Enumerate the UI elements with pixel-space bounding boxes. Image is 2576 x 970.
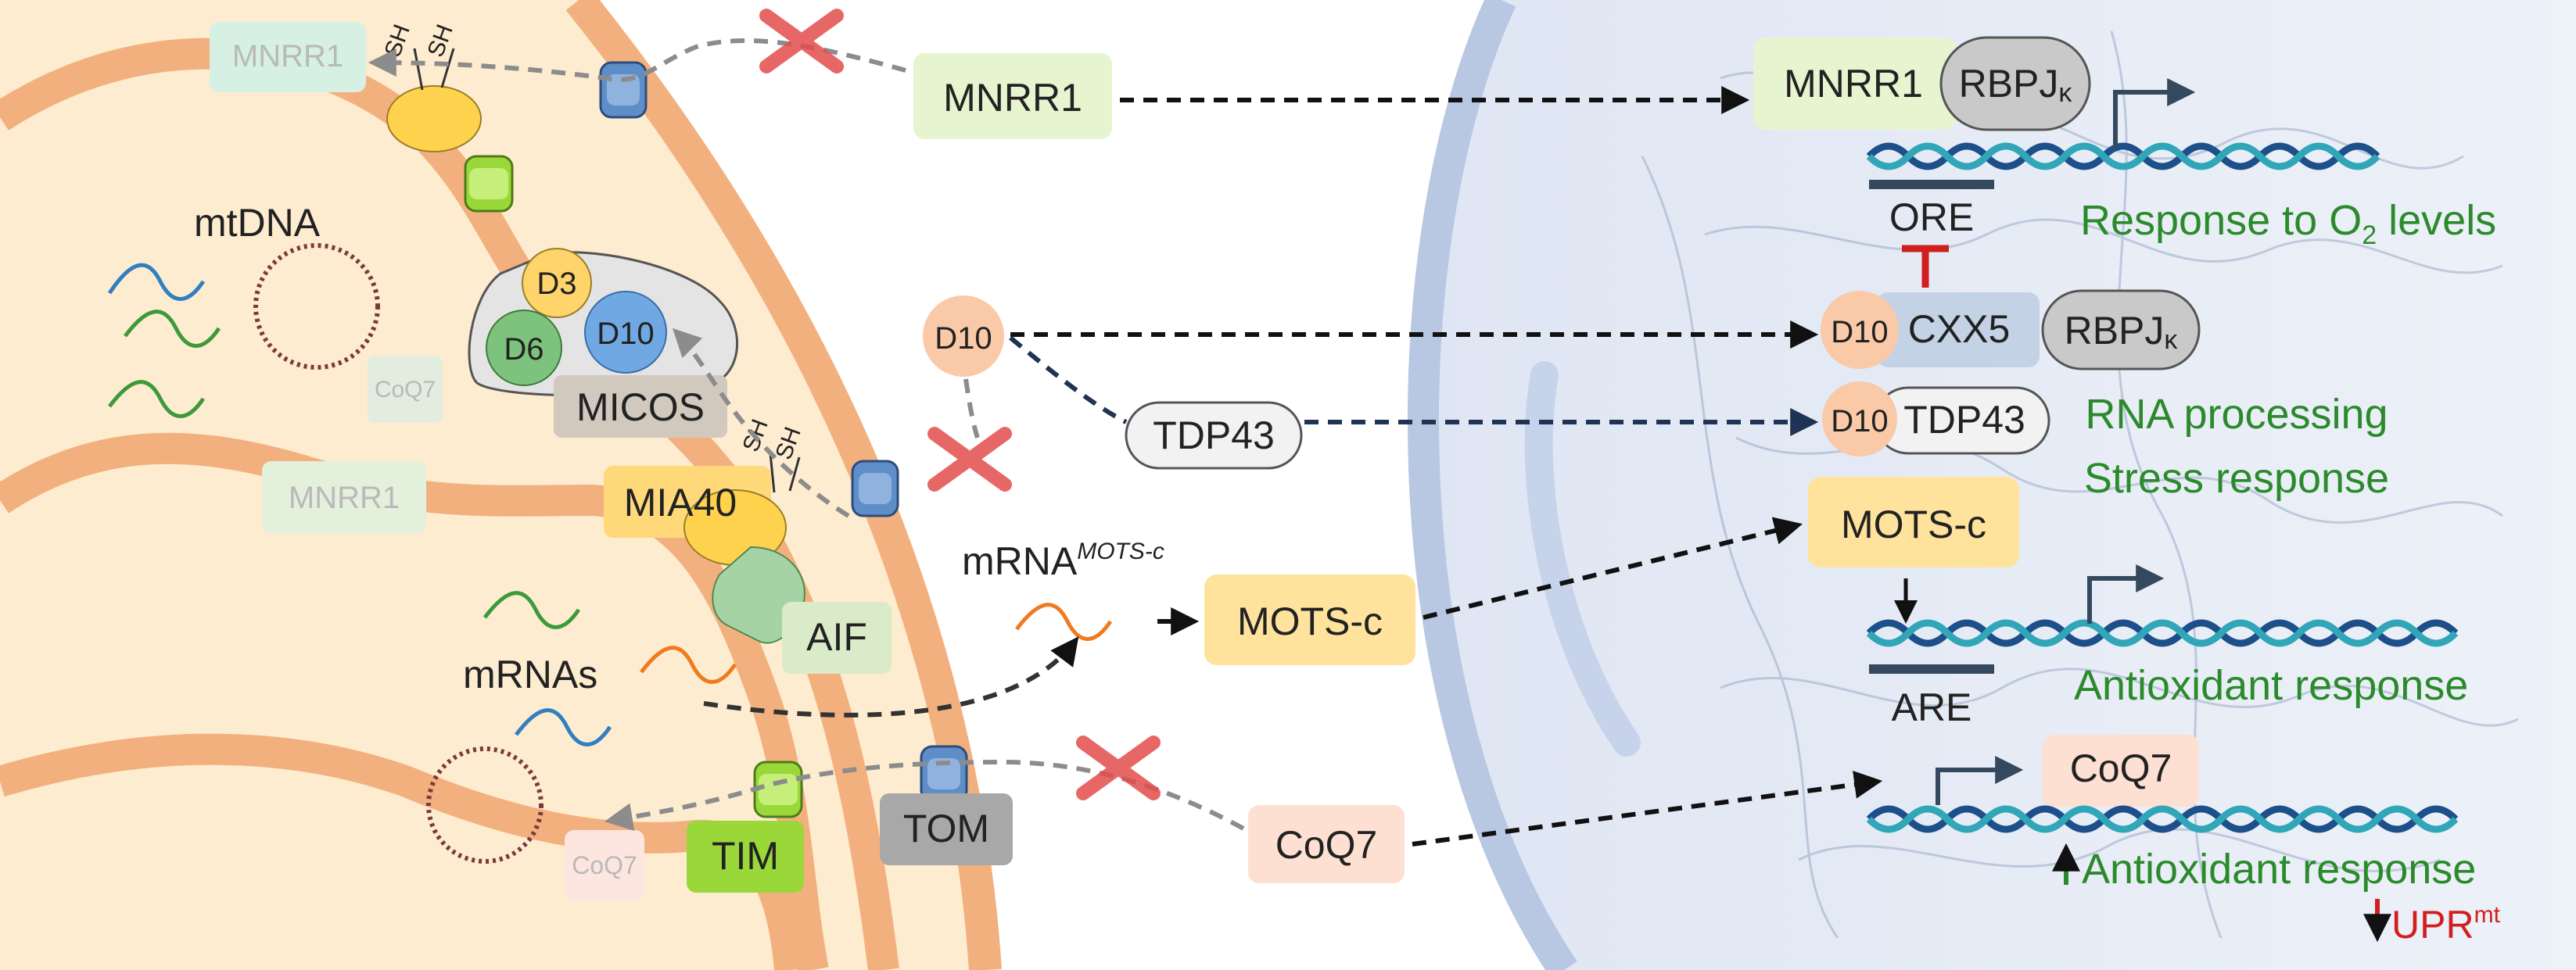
dna-helix-2: [1866, 619, 2459, 647]
nuclear-envelope: [1408, 0, 1577, 970]
block-mark-d10: [927, 427, 1012, 492]
d10-subunit-label: D10: [597, 317, 654, 351]
coq7-faded-box-inner: [368, 356, 443, 423]
d10-nuclear-label-1: D10: [1831, 315, 1888, 349]
arrow-d10-to-tdp43: [1009, 335, 1128, 424]
coq7-faded-label-inner: CoQ7: [375, 377, 436, 403]
mnrr1-nuclear-label: MNRR1: [1784, 62, 1923, 106]
transcription-arrow-2: [2087, 564, 2165, 624]
mtdna-circle-lower: [426, 746, 544, 864]
d10-nuclear-label-2: D10: [1831, 404, 1888, 438]
tim-box: [687, 821, 804, 893]
mots-c-nuclear-label: MOTS-c: [1841, 503, 1986, 546]
inhibition-symbol: [1902, 245, 1949, 288]
coq7-faded-label-bottom: CoQ7: [572, 851, 637, 879]
mnrr1-faded-label-inner: MNRR1: [289, 481, 400, 515]
block-mark-mnrr1: [759, 9, 844, 73]
antioxidant-response-label-1: Antioxidant response: [2074, 662, 2468, 709]
ore-label: ORE: [1889, 195, 1974, 239]
d10-subunit: [584, 291, 667, 374]
tim-channel-bottom: [753, 761, 803, 818]
rbpj-label-top: RBPJκ: [1959, 62, 2073, 108]
coq7-cytosol-label: CoQ7: [1275, 823, 1378, 867]
arrow-mrna-export: [703, 636, 1079, 718]
mots-c-cytosol-label: MOTS-c: [1237, 600, 1383, 643]
arrow-d10-blocked-stub: [963, 378, 980, 438]
rbpj-label-middle: RBPJκ: [2065, 309, 2179, 355]
tom-label: TOM: [903, 807, 989, 850]
mots-c-cytosol-box: [1204, 574, 1415, 665]
antioxidant-response-label-2: Antioxidant response: [2082, 846, 2476, 893]
are-label: ARE: [1892, 685, 1972, 729]
tom-channel-middle: [851, 460, 899, 517]
rna-processing-label: RNA processing: [2085, 391, 2388, 438]
are-bar: [1869, 664, 1994, 674]
mrna-mots-c-squiggle: [1015, 603, 1113, 641]
mnrr1-nuclear-box: [1753, 38, 1957, 130]
response-o2-label: Response to O2 levels: [2080, 197, 2496, 250]
coq7-faded-box-bottom: [565, 830, 644, 900]
tdp43-cytosol-label: TDP43: [1153, 413, 1275, 457]
tdp43-nuclear-label: TDP43: [1903, 398, 2025, 442]
cxx5-box: [1877, 292, 2040, 367]
mnrr1-cytosol-label: MNRR1: [943, 76, 1082, 120]
mrna-mots-c-label: mRNAMOTS-c: [962, 539, 1164, 583]
rbpj-box-top: [1939, 36, 2091, 131]
coq7-nuclear-label: CoQ7: [2070, 746, 2172, 790]
coq7-cytosol-box: [1248, 805, 1405, 883]
d6-label: D6: [504, 332, 544, 367]
transcription-arrow-1: [2113, 78, 2196, 149]
tom-box: [880, 793, 1013, 865]
stress-response-label: Stress response: [2084, 455, 2389, 502]
mtdna-label: mtDNA: [194, 201, 321, 245]
dna-helix-1: [1866, 142, 2380, 170]
d10-nuclear-bubble-2: [1822, 381, 1897, 456]
d6-subunit: [486, 310, 562, 386]
arrow-coq7-to-nucleus: [1412, 771, 1883, 847]
mrna-squiggle: [515, 708, 612, 746]
uprmt-label: UPRmt: [2391, 902, 2501, 947]
arrow-mots-c-to-nucleus: [1423, 517, 1803, 620]
d10-cytosol-bubble: [923, 295, 1004, 377]
mrna-squiggle: [108, 380, 206, 418]
micos-label: MICOS: [576, 385, 705, 429]
mia40-label: MIA40: [624, 481, 737, 524]
d10-cytosol-label: D10: [935, 321, 992, 356]
mnrr1-faded-label-top: MNRR1: [232, 39, 343, 73]
arrow-mnrr1-import: [368, 38, 906, 82]
mnrr1-cytosol-box: [913, 53, 1112, 139]
mia40-protein-top: [386, 85, 482, 152]
mrna-squiggle: [124, 310, 221, 348]
mrnas-label: mRNAs: [463, 653, 597, 696]
mnrr1-faded-box-top: [210, 22, 366, 92]
d3-label: D3: [536, 267, 576, 301]
mots-c-nuclear-box: [1808, 477, 2019, 567]
block-mark-coq7: [1076, 736, 1161, 800]
ore-bar: [1869, 180, 1994, 189]
d3-subunit: [522, 248, 592, 318]
tom-channel-bottom: [920, 745, 968, 803]
transcription-arrow-3: [1936, 756, 2024, 805]
mnrr1-faded-box-inner: [262, 461, 426, 533]
mtdna-circle: [253, 243, 380, 370]
micos-box: [554, 375, 727, 438]
tim-channel-top: [464, 155, 514, 213]
tom-channel-top: [599, 61, 648, 119]
tdp43-cytosol-box: [1125, 401, 1303, 470]
mrna-squiggle: [107, 263, 206, 301]
dna-helix-3: [1866, 805, 2459, 833]
rbpj-box-middle: [2041, 289, 2201, 370]
mrna-squiggle: [640, 646, 737, 684]
aif-label: AIF: [806, 615, 867, 659]
mrna-squiggle: [483, 591, 581, 629]
tim-label: TIM: [712, 834, 779, 878]
d10-nuclear-bubble-1: [1821, 291, 1899, 369]
aif-box: [782, 602, 892, 674]
coq7-nuclear-box: [2043, 735, 2199, 807]
cxx5-label: CXX5: [1908, 307, 2011, 351]
